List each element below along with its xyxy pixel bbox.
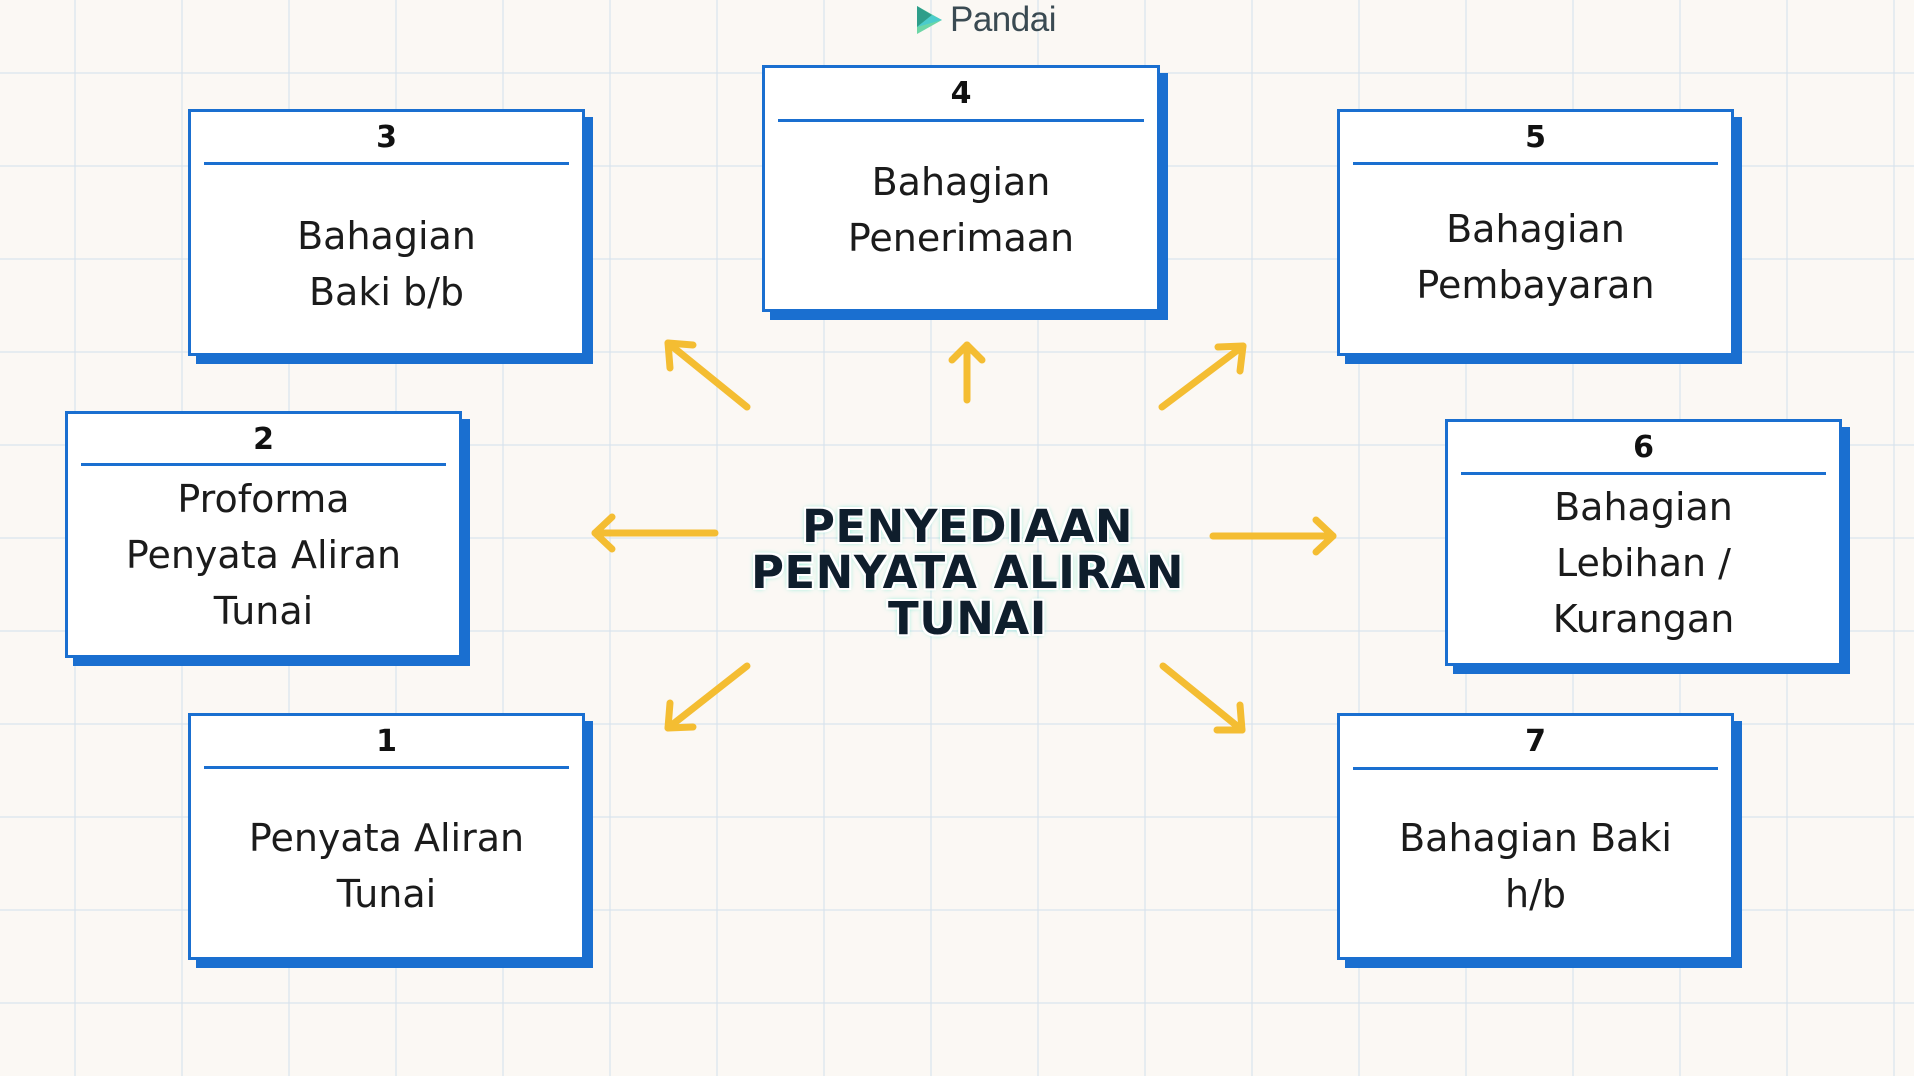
box-label-line: h/b — [1504, 872, 1566, 916]
box-label-line: Kurangan — [1552, 597, 1735, 641]
box-bahagian-penerimaan: 4 Bahagian Penerimaan — [762, 65, 1160, 312]
box-label-line: Baki b/b — [308, 270, 465, 314]
box-label-line: Tunai — [336, 872, 437, 916]
box-label: Bahagian Baki b/b — [199, 208, 574, 320]
box-divider — [778, 119, 1144, 122]
box-label-line: Pembayaran — [1416, 263, 1655, 307]
box-label: Penyata Aliran Tunai — [199, 810, 574, 922]
box-divider — [1353, 767, 1718, 770]
box-label-line: Bahagian Baki — [1399, 816, 1672, 860]
box-label-line: Penyata Aliran — [248, 816, 525, 860]
box-label-line: Bahagian — [297, 214, 476, 258]
box-bahagian-baki-bb: 3 Bahagian Baki b/b — [188, 109, 585, 356]
logo-text: Pandai — [950, 0, 1056, 39]
box-divider — [204, 766, 569, 769]
leaf-icon — [917, 6, 942, 34]
box-divider — [81, 463, 446, 466]
box-divider — [204, 162, 569, 165]
box-label-line: Bahagian — [1446, 207, 1625, 251]
arrow-to-box-5-icon — [1158, 342, 1247, 411]
box-label: Proforma Penyata Aliran Tunai — [76, 471, 451, 639]
box-label-line: Bahagian — [871, 160, 1051, 204]
box-label-line: Proforma — [177, 477, 350, 521]
arrow-to-box-6-icon — [1209, 516, 1337, 556]
box-label: Bahagian Penerimaan — [773, 154, 1149, 266]
box-label: Bahagian Lebihan / Kurangan — [1456, 479, 1831, 647]
arrow-to-box-2-icon — [591, 513, 719, 553]
pandai-logo: Pandai — [914, 0, 1056, 40]
box-divider — [1353, 162, 1718, 165]
box-number: 7 — [1525, 724, 1546, 759]
arrow-to-box-3-icon — [664, 339, 751, 411]
arrow-to-box-4-icon — [948, 341, 986, 404]
center-title: PENYEDIAAN PENYATA ALIRAN TUNAI — [700, 504, 1235, 642]
arrow-to-box-7-icon — [1159, 662, 1246, 734]
box-proforma-penyata-aliran-tunai: 2 Proforma Penyata Aliran Tunai — [65, 411, 462, 658]
box-label-line: Lebihan / — [1556, 541, 1731, 585]
box-label: Bahagian Pembayaran — [1348, 201, 1723, 313]
box-label-line: Penerimaan — [847, 216, 1075, 260]
box-label-line: Tunai — [213, 589, 314, 633]
box-number: 4 — [950, 76, 972, 111]
center-title-line: PENYATA ALIRAN — [750, 546, 1185, 599]
box-divider — [1461, 472, 1826, 475]
box-number: 6 — [1633, 430, 1654, 465]
box-bahagian-pembayaran: 5 Bahagian Pembayaran — [1337, 109, 1734, 356]
center-title-line: TUNAI — [888, 592, 1047, 645]
box-number: 2 — [253, 422, 274, 457]
arrow-to-box-1-icon — [664, 662, 751, 732]
box-number: 1 — [376, 724, 397, 759]
box-label-line: Penyata Aliran — [125, 533, 402, 577]
box-number: 3 — [376, 120, 397, 155]
box-number: 5 — [1525, 120, 1546, 155]
box-bahagian-baki-hb: 7 Bahagian Baki h/b — [1337, 713, 1734, 960]
box-penyata-aliran-tunai: 1 Penyata Aliran Tunai — [188, 713, 585, 960]
box-label-line: Bahagian — [1554, 485, 1733, 529]
box-bahagian-lebihan-kurangan: 6 Bahagian Lebihan / Kurangan — [1445, 419, 1842, 666]
box-label: Bahagian Baki h/b — [1348, 810, 1723, 922]
center-title-line: PENYEDIAAN — [801, 500, 1134, 553]
